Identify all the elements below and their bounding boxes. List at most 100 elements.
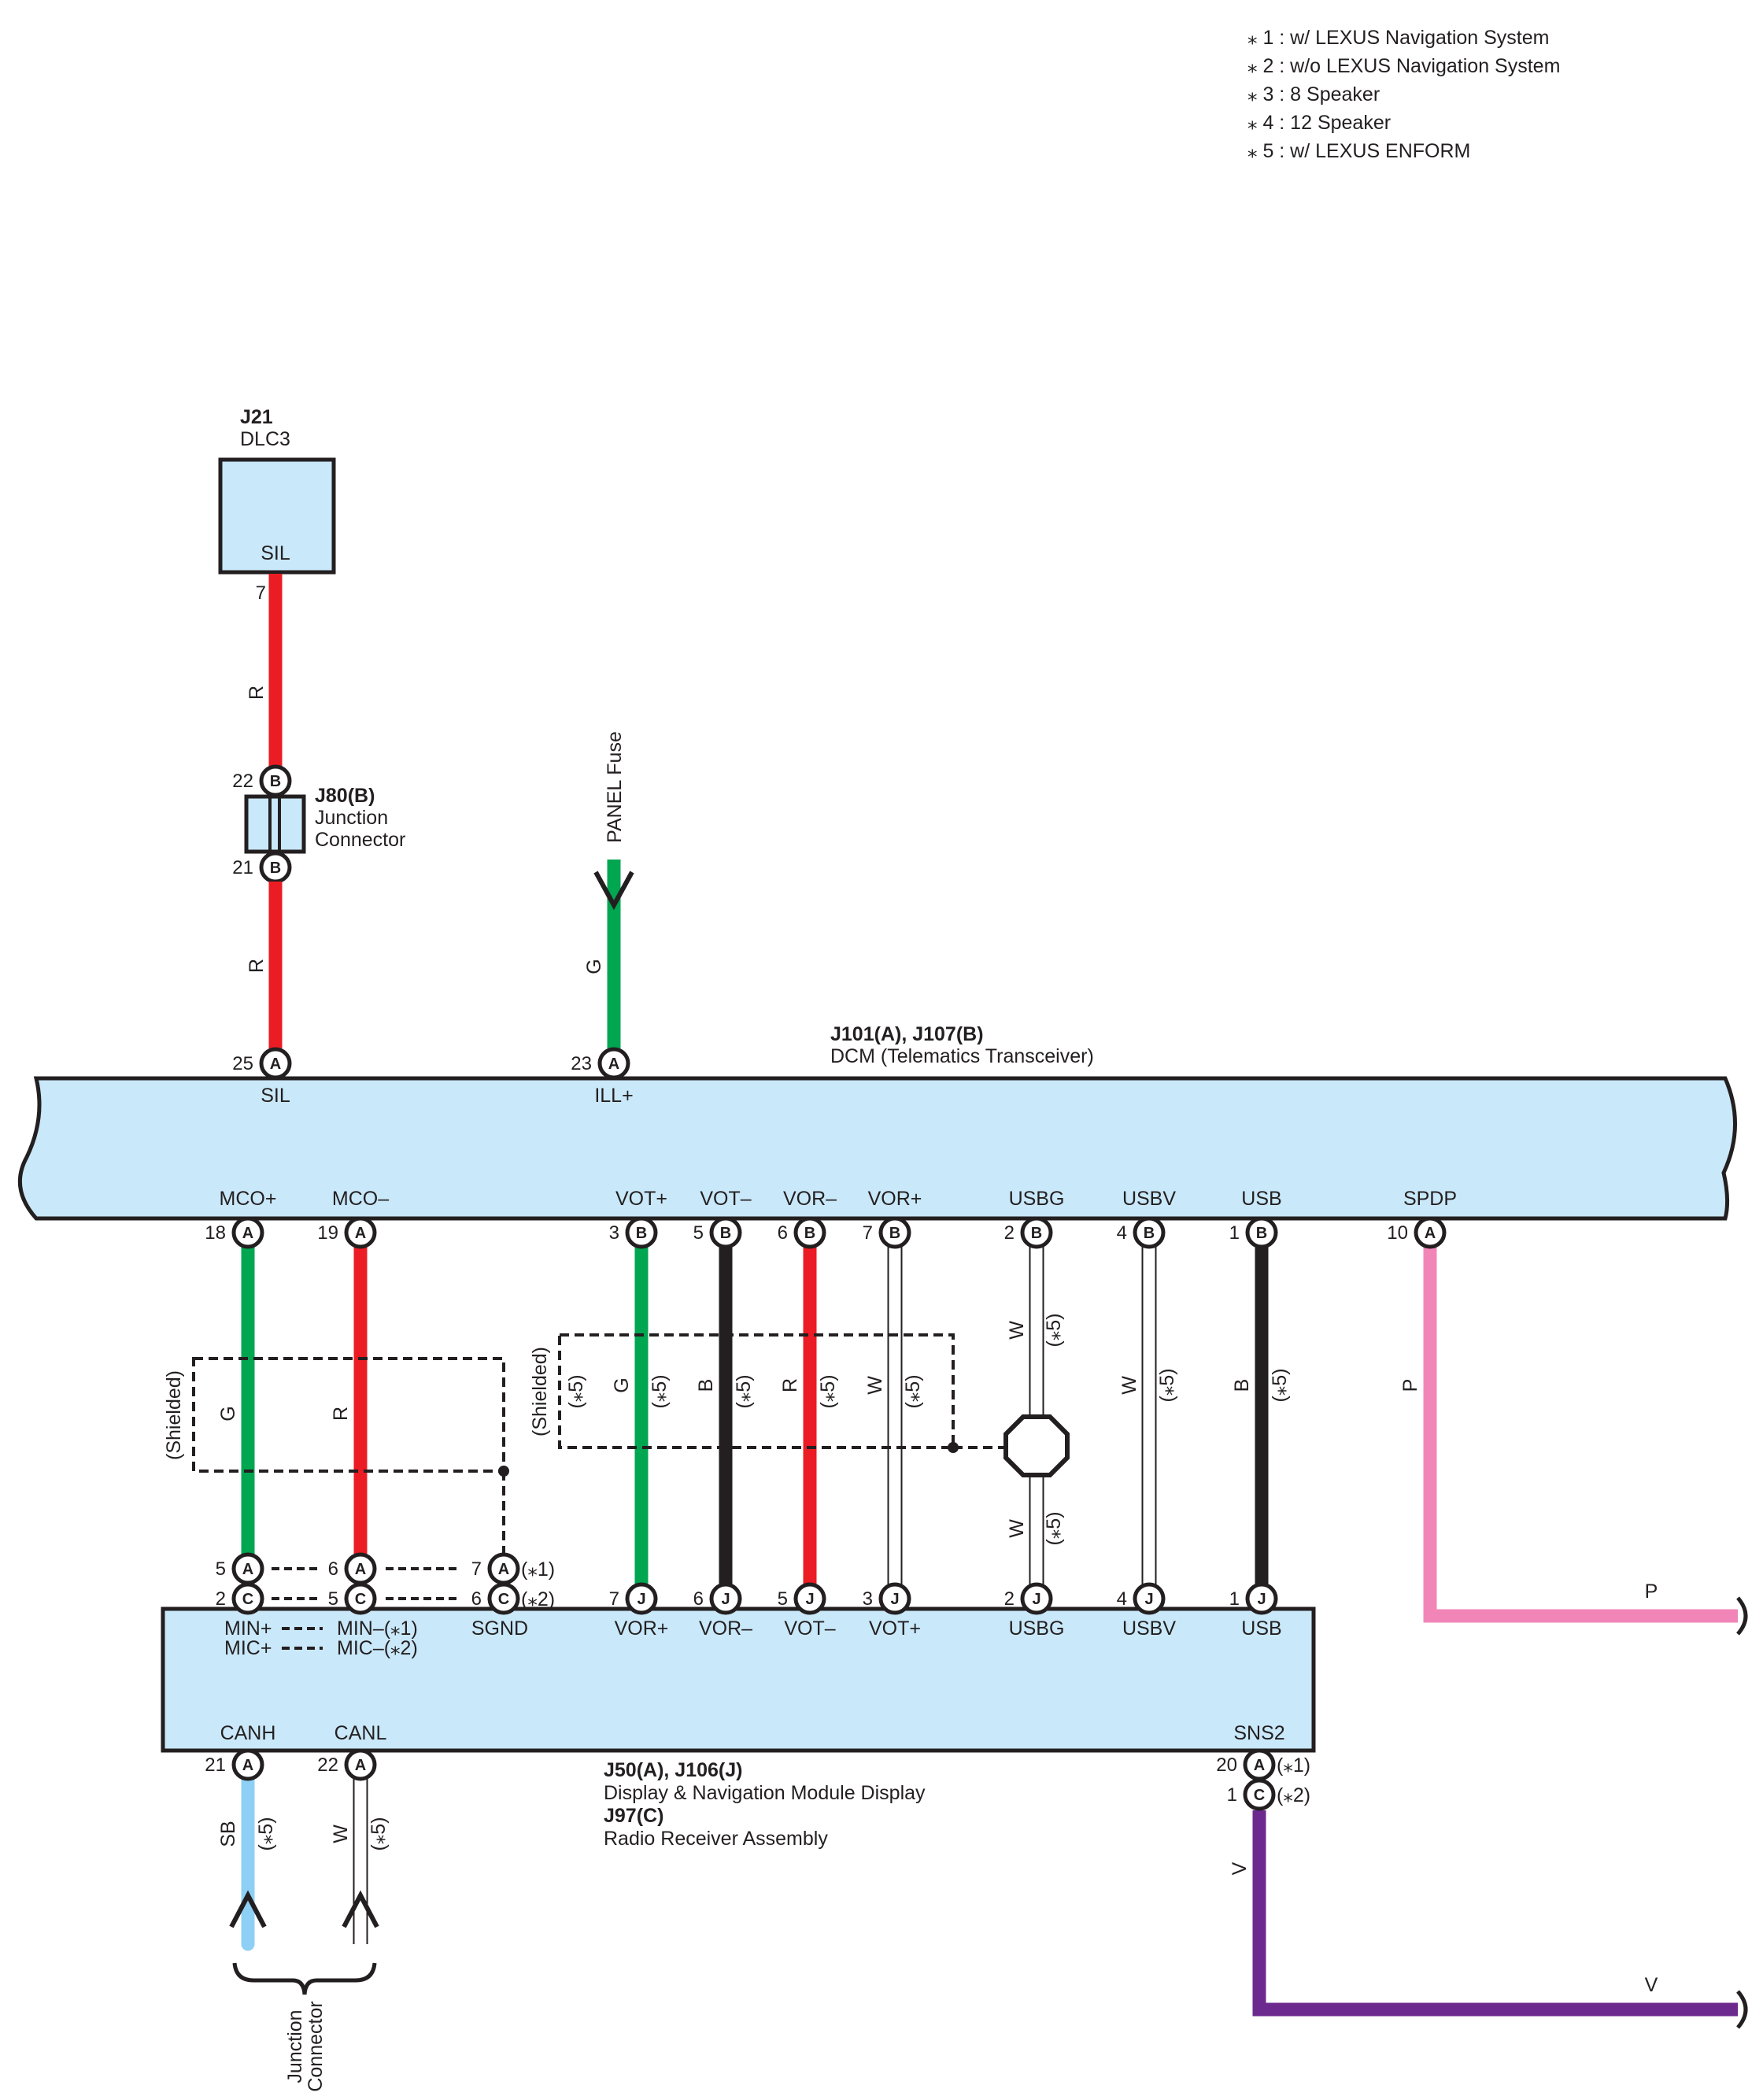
svg-text:22: 22 — [232, 771, 253, 792]
svg-text:CANL: CANL — [334, 1722, 387, 1744]
j80-box — [244, 794, 306, 854]
receiver-module: A 5 A 6 A 7 (⁎1) C 2 C 5 C 6 (⁎2) J 7 J … — [161, 1552, 1316, 1850]
svg-text:MIC–(⁎2): MIC–(⁎2) — [337, 1637, 418, 1659]
svg-text:(⁎5): (⁎5) — [1043, 1313, 1065, 1347]
svg-text:3: 3 — [609, 1222, 619, 1244]
junction-label-2: Connector — [305, 2001, 327, 2091]
svg-text:MCO+: MCO+ — [220, 1188, 277, 1210]
svg-text:VOT+: VOT+ — [869, 1618, 921, 1640]
receiver-name-1: Display & Navigation Module Display — [604, 1782, 926, 1804]
svg-text:B: B — [1231, 1379, 1253, 1392]
dcm-pin-ill — [597, 1047, 630, 1080]
svg-text:A: A — [1254, 1757, 1265, 1774]
svg-text:(⁎5): (⁎5) — [368, 1817, 390, 1850]
svg-text:21: 21 — [205, 1754, 226, 1776]
panel-fuse-arrow — [593, 871, 634, 911]
panel-fuse-label: PANEL Fuse — [604, 731, 626, 843]
svg-text:W: W — [1006, 1519, 1028, 1538]
svg-text:5: 5 — [693, 1222, 704, 1244]
svg-text:(⁎5): (⁎5) — [1043, 1511, 1065, 1545]
svg-text:MIN+: MIN+ — [224, 1618, 272, 1640]
wire-label-r-upper: R — [246, 686, 268, 700]
dlc3-connector: J21 DLC3 SIL 7 — [218, 406, 336, 604]
legend-note-1: ⁎ 1 : w/ LEXUS Navigation System — [1247, 27, 1549, 49]
svg-text:(⁎5): (⁎5) — [649, 1374, 671, 1408]
j80-id: J80(B) — [315, 785, 375, 807]
wire-spdp — [1423, 1247, 1738, 1623]
svg-text:VOT–: VOT– — [784, 1618, 835, 1640]
svg-text:A: A — [608, 1056, 619, 1073]
svg-text:J: J — [637, 1591, 645, 1608]
svg-text:5: 5 — [216, 1558, 226, 1580]
svg-text:(⁎1): (⁎1) — [1277, 1754, 1310, 1776]
dlc3-box — [218, 457, 336, 575]
svg-text:B: B — [889, 1225, 900, 1242]
wire-label-g-fuse: G — [583, 959, 605, 974]
svg-text:P: P — [1399, 1379, 1421, 1392]
svg-text:7: 7 — [863, 1222, 873, 1244]
svg-text:SIL: SIL — [261, 1085, 290, 1107]
svg-text:USBV: USBV — [1122, 1618, 1176, 1640]
svg-text:B: B — [1144, 1225, 1155, 1242]
svg-text:B: B — [270, 860, 281, 877]
wire-sns2 — [1252, 1810, 1738, 2017]
svg-text:5: 5 — [328, 1588, 338, 1610]
svg-text:A: A — [498, 1561, 509, 1578]
svg-text:4: 4 — [1117, 1588, 1127, 1610]
svg-text:(⁎2): (⁎2) — [521, 1588, 555, 1610]
legend: ⁎ 1 : w/ LEXUS Navigation System ⁎ 2 : w… — [1247, 27, 1560, 162]
receiver-name-2: Radio Receiver Assembly — [604, 1828, 828, 1850]
can-wires: SB (⁎5) W (⁎5) A 21 A 22 Junction Connec… — [205, 1748, 390, 2092]
legend-note-5: ⁎ 5 : w/ LEXUS ENFORM — [1247, 140, 1470, 162]
svg-text:B: B — [1031, 1225, 1042, 1242]
svg-text:4: 4 — [1117, 1222, 1127, 1244]
svg-text:7: 7 — [471, 1558, 482, 1580]
svg-text:B: B — [695, 1379, 717, 1392]
svg-text:W: W — [1118, 1376, 1140, 1395]
svg-text:J: J — [1257, 1591, 1266, 1608]
wire-spdp-break — [1736, 1596, 1748, 1636]
svg-text:B: B — [1256, 1225, 1267, 1242]
svg-text:A: A — [355, 1757, 366, 1774]
dcm-pin-sil — [259, 1047, 292, 1080]
svg-text:2: 2 — [1004, 1222, 1015, 1244]
svg-text:19: 19 — [317, 1222, 338, 1244]
svg-text:W: W — [864, 1376, 886, 1395]
shield-audio — [558, 1333, 955, 1449]
dcm-module: J101(A), J107(B) DCM (Telematics Transce… — [17, 1023, 1737, 1221]
svg-text:1: 1 — [1227, 1784, 1237, 1806]
svg-text:(⁎5): (⁎5) — [902, 1374, 924, 1408]
j80-junction-connector: B 22 B 21 J80(B) Junction Connector — [232, 764, 405, 884]
svg-text:6: 6 — [328, 1558, 338, 1580]
dcm-receiver-wires: G R G B R W W W W B P P (⁎5) (⁎5) (⁎5) (… — [163, 1247, 1748, 1636]
svg-text:W: W — [330, 1825, 352, 1843]
dlc3-pin-no: 7 — [256, 582, 266, 604]
dlc3-name: DLC3 — [240, 428, 290, 450]
svg-text:J: J — [1144, 1591, 1153, 1608]
j80-name-2: Connector — [315, 829, 405, 851]
svg-text:MIN–(⁎1): MIN–(⁎1) — [337, 1618, 418, 1640]
dcm-body — [17, 1076, 1737, 1221]
svg-text:A: A — [270, 1056, 281, 1073]
svg-text:USBG: USBG — [1009, 1188, 1065, 1210]
svg-text:USBG: USBG — [1009, 1618, 1065, 1640]
wire-label-r-lower: R — [246, 959, 268, 973]
svg-text:21: 21 — [232, 857, 253, 878]
svg-text:6: 6 — [693, 1588, 704, 1610]
svg-text:A: A — [242, 1225, 253, 1242]
svg-text:B: B — [270, 773, 281, 790]
shielded-label-audio: (Shielded) — [529, 1347, 551, 1436]
svg-text:SPDP: SPDP — [1403, 1188, 1457, 1210]
svg-text:C: C — [1254, 1787, 1265, 1804]
svg-text:CANH: CANH — [220, 1722, 276, 1744]
legend-note-2: ⁎ 2 : w/o LEXUS Navigation System — [1247, 55, 1560, 77]
svg-text:USB: USB — [1241, 1188, 1281, 1210]
svg-text:VOT–: VOT– — [700, 1188, 751, 1210]
usbg-splice — [1003, 1414, 1070, 1477]
svg-text:VOR–: VOR– — [783, 1188, 837, 1210]
svg-text:23: 23 — [571, 1053, 592, 1074]
svg-text:6: 6 — [471, 1588, 482, 1610]
svg-text:VOR+: VOR+ — [615, 1618, 669, 1640]
svg-text:(⁎5): (⁎5) — [1269, 1368, 1291, 1402]
